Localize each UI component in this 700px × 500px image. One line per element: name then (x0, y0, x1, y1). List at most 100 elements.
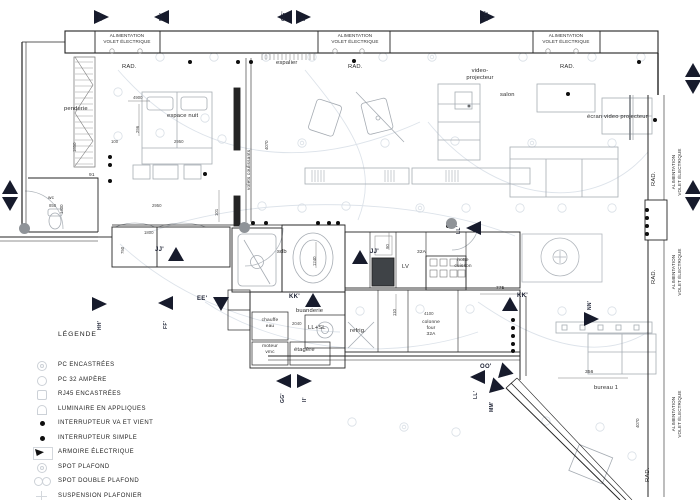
section-triangle-gg-bottom (276, 374, 291, 388)
switch-dot (511, 326, 515, 330)
amp32-label: 32A (417, 250, 426, 255)
switch-two-way-icon (32, 418, 54, 430)
section-label-jj-1: JJ' (155, 247, 165, 253)
switch-simple-icon (32, 433, 54, 445)
dim-1800: 1800 (144, 230, 154, 235)
section-label-kk-1: KK' (289, 294, 300, 300)
section-label-ee: EE' (197, 296, 208, 302)
penderie-label: penderie (64, 106, 88, 112)
rj45-icon (32, 389, 54, 401)
legend-item-spot-double-plafond: SPOT DOUBLE PLAFOND (28, 476, 258, 489)
legend-item-suspension-plafonier: SUSPENSION PLAFONIER (28, 490, 258, 500)
switch-dot (316, 221, 320, 225)
wc-label: wc (48, 196, 55, 201)
switch-dot (645, 216, 649, 220)
section-triangle-nn (584, 312, 599, 326)
espace-nuit-label: espace nuit (167, 113, 199, 119)
section-triangle-jj-1 (168, 247, 184, 261)
section-label-mm-top: MM' (484, 10, 490, 21)
switch-dot (327, 221, 331, 225)
radiator-label-right-2: RAD. (651, 269, 657, 284)
section-triangle-jj-2 (352, 250, 368, 264)
section-label-gg-bottom: GG' (280, 393, 286, 403)
dim-750: 750 (120, 246, 125, 254)
section-label-jj-2: JJ' (370, 249, 380, 255)
section-label-ii-bottom: II' (302, 397, 308, 402)
dim-296: 296 (135, 125, 140, 133)
section-triangle-ff-bottom (158, 296, 173, 310)
dim-2040: 2040 (292, 321, 302, 326)
dim-4070-right: 4070 (635, 418, 640, 428)
radiator-label-right-1: RAD. (651, 171, 657, 186)
switch-dot (236, 60, 240, 64)
legend-item-interrupteur-va-et-vient: INTERRUPTEUR VA ET VIENT (28, 418, 258, 431)
dim-1850: 1850 (72, 142, 77, 152)
ceiling-spot-icon (32, 462, 54, 474)
switch-dot (108, 163, 112, 167)
section-label-ii-top: II' (301, 16, 307, 21)
section-triangle-gg-top (277, 10, 292, 24)
dim-4070-left: 4070 (264, 140, 269, 150)
section-label-oo: OO' (480, 364, 492, 370)
switch-dot (645, 232, 649, 236)
switch-dot (108, 155, 112, 159)
buanderie-label: buanderie (296, 308, 324, 314)
section-triangle-ll-bottom (470, 370, 485, 384)
section-triangle-ee (213, 297, 229, 311)
legend-item-rj45: RJ45 ENCASTRÉES (28, 389, 258, 402)
switch-dot (637, 60, 641, 64)
radiator-label-tv-area: RAD. (348, 64, 363, 70)
switch-dot (352, 59, 356, 63)
refrigerateur-label: refrig. (350, 328, 366, 334)
dim-110: 110 (392, 309, 397, 316)
section-label-nn: NN' (587, 300, 593, 310)
pendant-light-icon (32, 490, 54, 500)
electric-cabinet-icon (32, 447, 54, 460)
legend-item-interrupteur-simple: INTERRUPTEUR SIMPLE (28, 433, 258, 446)
switch-dot (108, 179, 112, 183)
edge-triangle-right-down-2 (685, 197, 700, 211)
pc-socket-icon (32, 360, 54, 372)
edge-triangle-right-down-1 (685, 80, 700, 94)
section-label-ff-bottom: FF' (163, 320, 169, 329)
dim-2950: 2950 (174, 139, 184, 144)
edge-triangle-right-up-1 (685, 63, 700, 77)
video-projecteur-label: video-projecteur (466, 68, 494, 82)
etagere-label: étagère (294, 347, 315, 353)
dim-1400: 1400 (59, 204, 64, 214)
section-triangle-hh-bottom (92, 297, 107, 311)
section-label-gg-top: GG' (281, 11, 287, 21)
sdb-label: sdb (277, 249, 287, 255)
volets-coulissants-label: volets coulissants (247, 149, 252, 190)
switch-dot (203, 172, 207, 176)
section-triangle-ii-top (296, 10, 311, 24)
switch-dot (336, 221, 340, 225)
ll-sl-label: LL+SL (308, 325, 326, 331)
dim-4900: 4900 (133, 95, 143, 100)
dim-4100: 4100 (424, 311, 434, 316)
door-pivot (446, 218, 457, 229)
salon-label: salon (500, 92, 515, 98)
dim-1240: 1240 (312, 256, 317, 266)
switch-dot (264, 221, 268, 225)
switch-dot (251, 221, 255, 225)
legend-item-armoire-electrique: ARMOIRE ÉLECTRIQUE (28, 447, 258, 460)
section-label-mm-bottom: MM' (489, 401, 495, 412)
section-triangle-ii-bottom (297, 374, 312, 388)
switch-dot (511, 342, 515, 346)
switch-dot (511, 318, 515, 322)
dim-850: 850 (49, 203, 57, 208)
switch-dot (645, 224, 649, 228)
switch-dot (188, 60, 192, 64)
switch-dot (511, 334, 515, 338)
switch-dot (566, 92, 570, 96)
radiator-label-bedroom: RAD. (122, 64, 137, 70)
